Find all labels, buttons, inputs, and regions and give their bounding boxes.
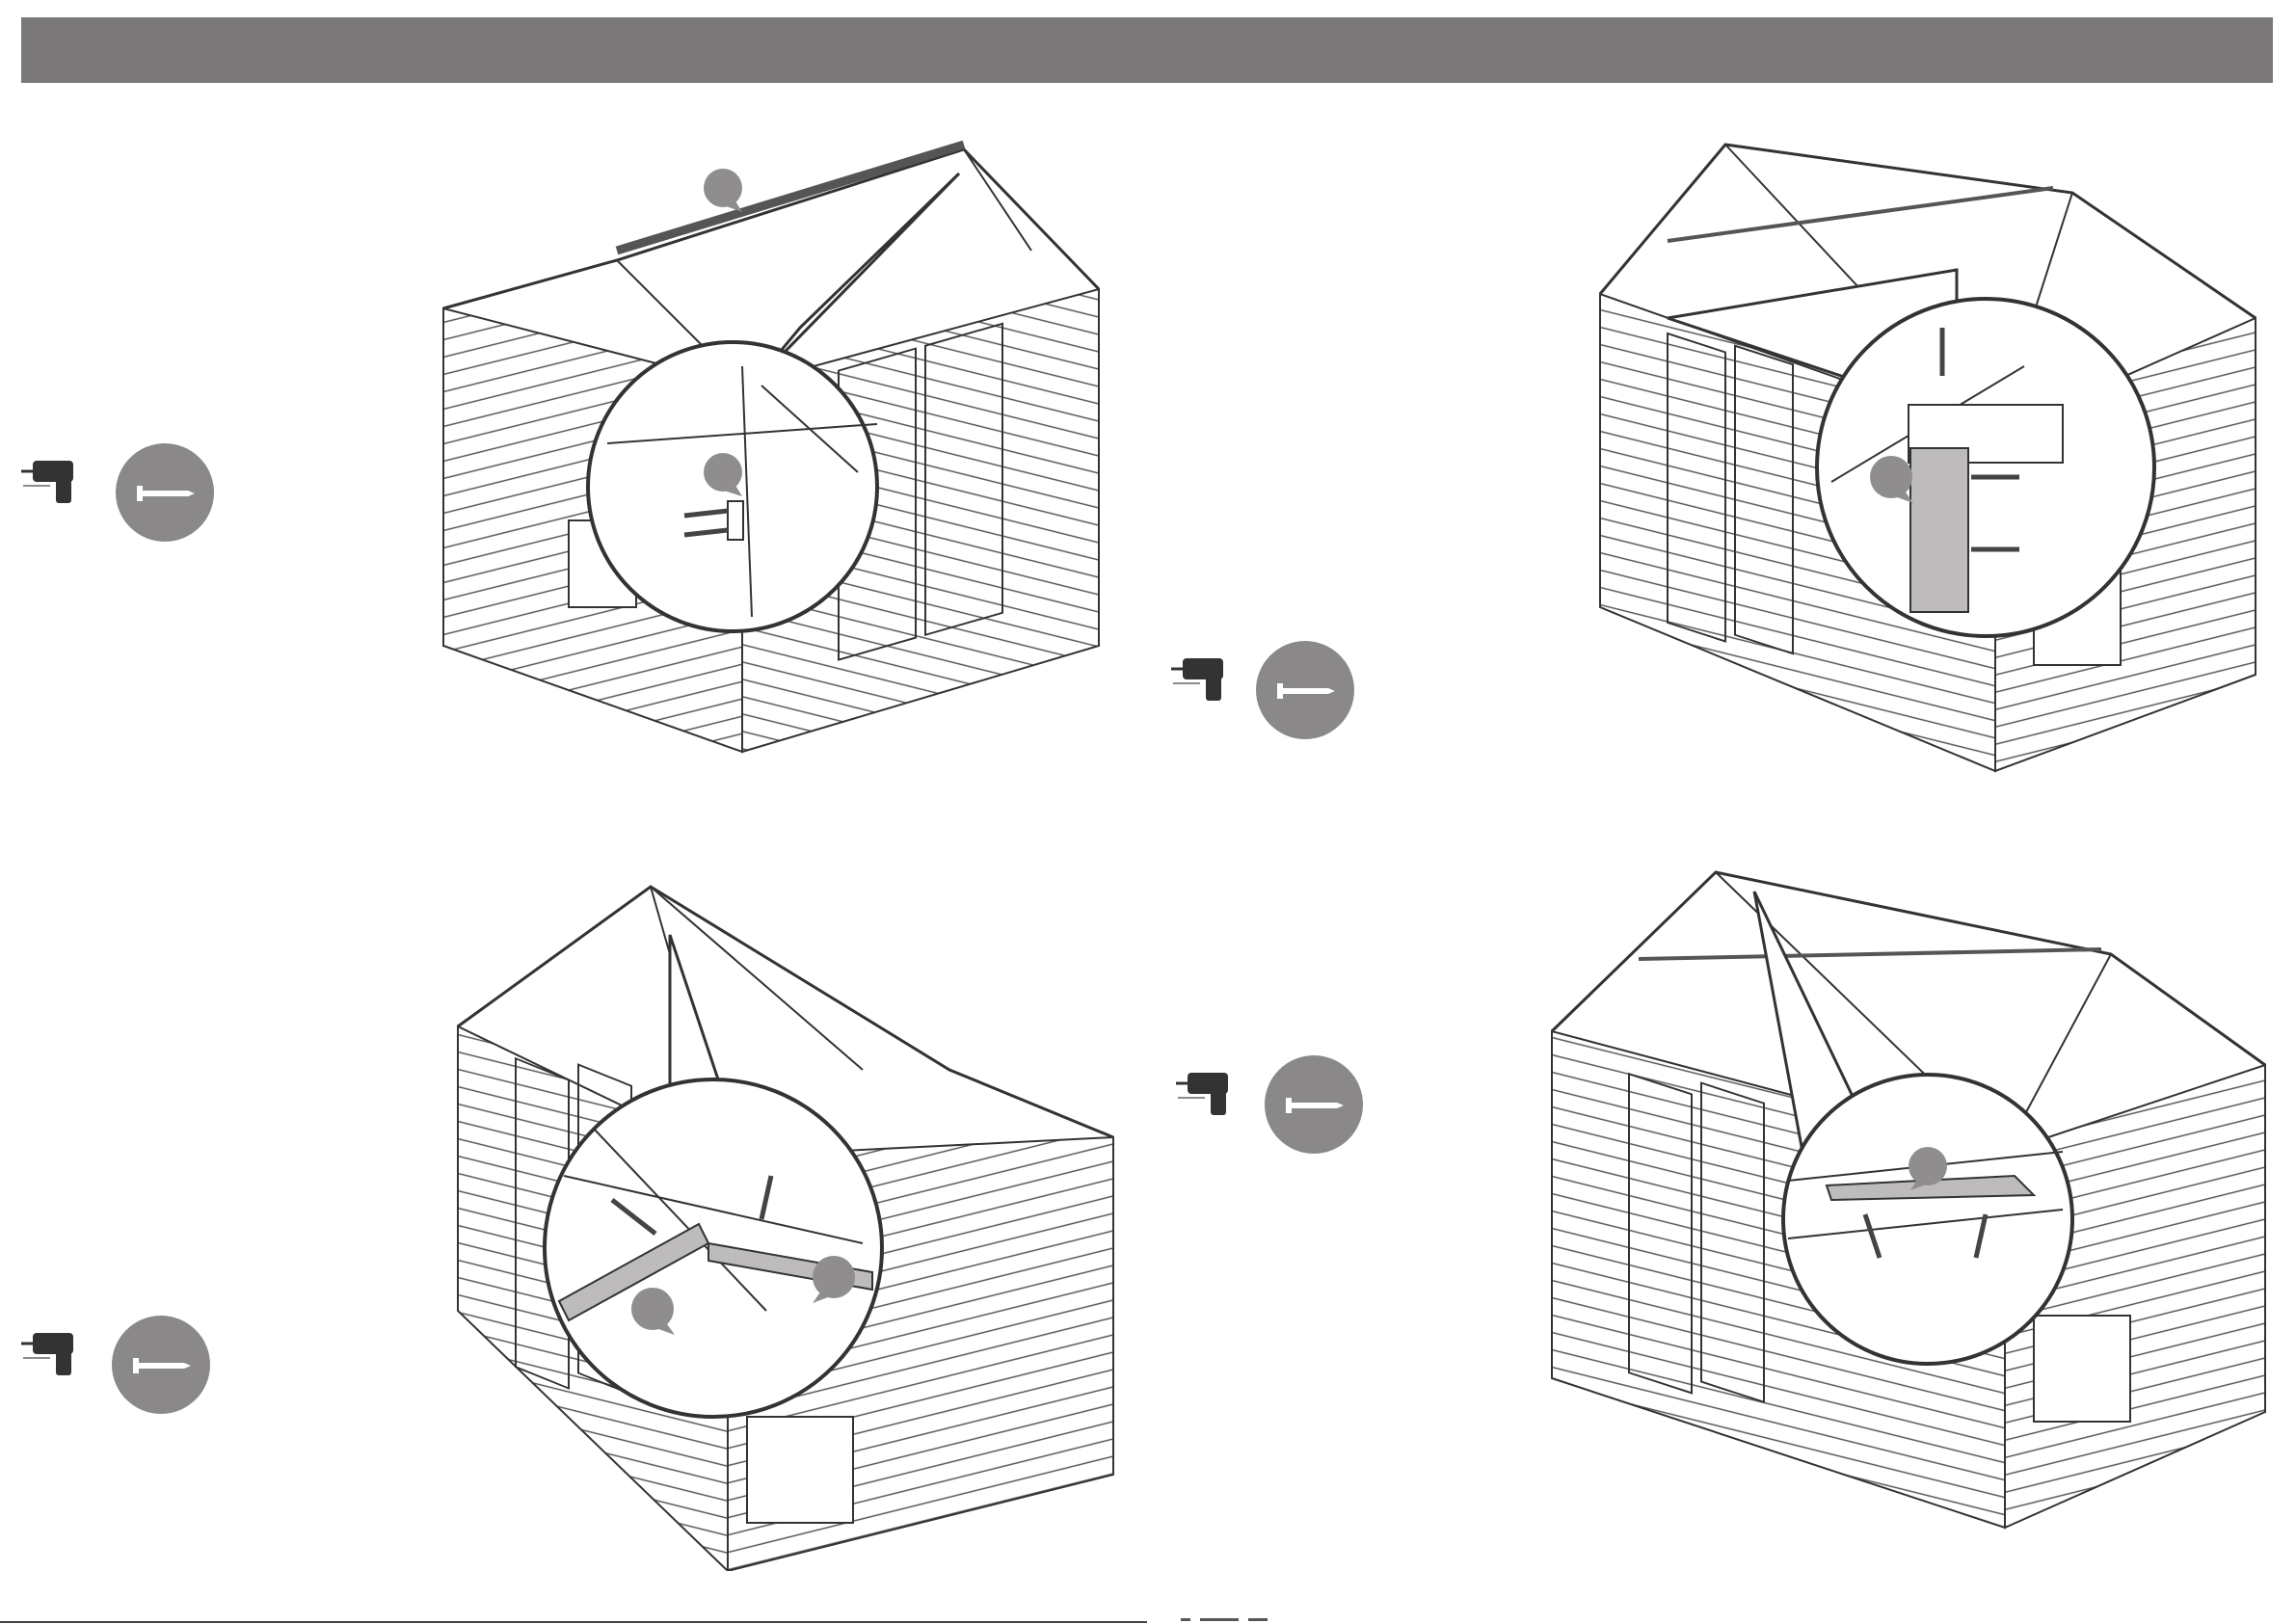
screw-badge [116,443,214,542]
step-1-illustration [434,135,1128,761]
screw-icon [112,1316,210,1414]
callout-marker-icon [704,169,742,212]
footer-mark [1181,1618,1287,1622]
screw-icon [1256,641,1354,739]
drill-icon [21,1325,89,1383]
drill-icon [1176,1065,1243,1123]
step-2-illustration [1590,135,2265,790]
drill-icon [1171,651,1239,708]
step-4-illustration [1542,863,2275,1537]
header-bar [21,17,2273,83]
screw-icon [116,443,214,542]
screw-badge [1256,641,1354,739]
drill-icon [21,453,89,511]
header-title [21,34,50,66]
footer-rule [0,1621,1147,1623]
screw-badge [1265,1055,1363,1154]
screw-icon [1265,1055,1363,1154]
screw-badge [112,1316,210,1414]
step-3-illustration [448,877,1123,1571]
